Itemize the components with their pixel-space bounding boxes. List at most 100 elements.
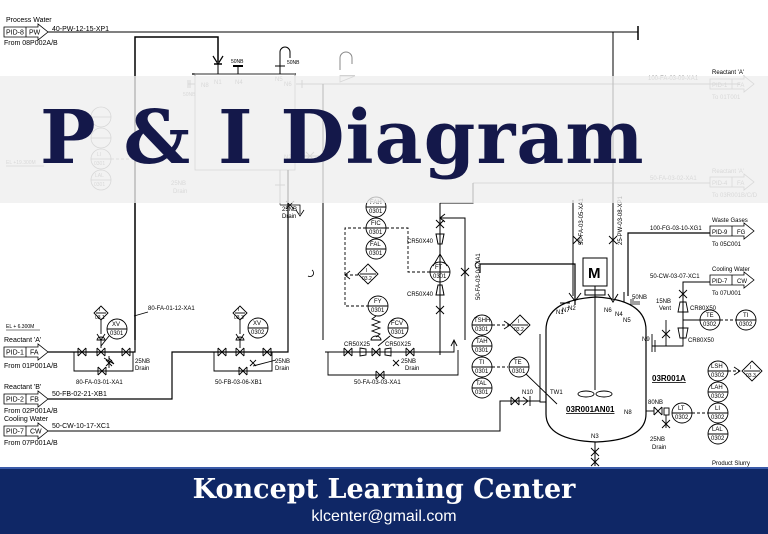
svg-text:50-FA-03-03-XA1: 50-FA-03-03-XA1 (354, 380, 401, 386)
svg-text:Drain: Drain (405, 366, 419, 372)
svg-text:N5: N5 (623, 318, 631, 324)
svg-text:50-CW-03-07-XC1: 50-CW-03-07-XC1 (650, 274, 700, 280)
title-band (0, 76, 768, 203)
offpage-arrow-icon (3, 343, 49, 361)
svg-text:N3: N3 (591, 434, 599, 440)
svg-text:To 07U001: To 07U001 (712, 291, 742, 297)
cooling-water-stream-in: Cooling Water PID-7 CW 50-CW-10-17-XC1 F… (3, 416, 110, 447)
svg-text:CR50X25: CR50X25 (344, 342, 371, 348)
svg-text:CW: CW (30, 429, 42, 436)
svg-text:0302: 0302 (711, 436, 725, 442)
svg-text:40-PW-12-15-XP1: 40-PW-12-15-XP1 (52, 26, 109, 33)
svg-text:CR80X50: CR80X50 (690, 306, 717, 312)
reactor-vessel: M 03R001AN01 N7 N1 N2 N6 N4 N5 N9 N8 N3 … (539, 257, 653, 467)
waste-gases-stream-out: Waste Gases 100-FG-03-10-XG1 PID-9 FG To… (627, 218, 755, 296)
organization-name: Koncept Learning Center (192, 474, 576, 505)
svg-text:TW1: TW1 (550, 390, 563, 396)
svg-text:Vent: Vent (659, 306, 671, 312)
fa-vertical-line: CR50X40 CR50X40 50-FA-03-04-XA1 (407, 203, 482, 355)
svg-text:FG: FG (737, 230, 746, 236)
product-slurry-label: Product Slurry (712, 461, 750, 467)
level-instruments: 80NB 25NB Drain LT 0302 LSH 0302 LAH 030… (646, 360, 763, 451)
svg-text:25NB: 25NB (650, 437, 665, 443)
svg-text:PID-8: PID-8 (6, 30, 24, 37)
svg-text:50-CW-10-17-XC1: 50-CW-10-17-XC1 (52, 423, 110, 430)
svg-text:LT: LT (678, 406, 685, 412)
fa-control-valve-station: CR50X25 CR50X25 25NB Drain 50-FA-03-03-X… (325, 335, 459, 386)
temperature-instruments: TSHH 0301 TAH 0301 TI 0301 TAL 0301 I 03… (471, 314, 558, 405)
offpage-arrow-icon (709, 222, 755, 240)
svg-text:03.2: 03.2 (362, 276, 372, 282)
svg-text:03R001AN01: 03R001AN01 (566, 405, 615, 414)
svg-text:0301: 0301 (475, 369, 489, 375)
svg-text:TE: TE (706, 313, 714, 319)
offpage-arrow-icon (3, 422, 49, 440)
svg-text:03.3: 03.3 (746, 373, 756, 379)
svg-text:50NB: 50NB (632, 295, 647, 301)
svg-text:CR50X40: CR50X40 (407, 239, 434, 245)
svg-text:FAL: FAL (370, 242, 381, 248)
svg-text:0301: 0301 (110, 331, 124, 337)
contact-email[interactable]: klcenter@gmail.com (311, 508, 457, 525)
svg-text:100-FG-03-10-XG1: 100-FG-03-10-XG1 (650, 226, 702, 232)
svg-text:50-FB-03-06-XB1: 50-FB-03-06-XB1 (215, 380, 263, 386)
svg-text:25NB: 25NB (282, 207, 297, 213)
svg-text:From 08P002A/B: From 08P002A/B (4, 40, 58, 47)
svg-text:CW: CW (737, 279, 747, 285)
svg-text:XV: XV (253, 321, 261, 327)
svg-text:Reactant 'B': Reactant 'B' (4, 384, 41, 391)
svg-text:Reactant 'A': Reactant 'A' (712, 70, 744, 76)
jacket-cw-outlet: CR80X50 CR80X50 15NB Vent TE 0302 TI 030… (652, 289, 757, 352)
svg-text:Process Water: Process Water (6, 17, 52, 24)
svg-text:03.3: 03.3 (234, 315, 244, 321)
svg-text:N8: N8 (624, 410, 632, 416)
svg-text:FIC: FIC (371, 221, 381, 227)
interlock-diamond-icon (232, 305, 248, 321)
offpage-arrow-icon (709, 271, 755, 289)
svg-text:50NB: 50NB (287, 60, 300, 66)
svg-text:TAH: TAH (476, 339, 488, 345)
svg-text:0302: 0302 (703, 322, 717, 328)
offpage-arrow-icon (3, 23, 49, 41)
reactant-b-stream-in: Reactant 'B' PID-2 FB 50-FB-02-21-XB1 Fr… (3, 384, 107, 415)
svg-text:Waste Gases: Waste Gases (712, 218, 748, 224)
svg-text:I: I (238, 307, 239, 313)
fa-inlet-valve-station: I 03.1 XV 0301 25NB Drain 80-FA-03-01-XA… (73, 305, 150, 386)
svg-text:25NB: 25NB (401, 359, 416, 365)
svg-text:80-FA-01-12-XA1: 80-FA-01-12-XA1 (148, 306, 195, 312)
svg-text:25-PW-03-08-XP1: 25-PW-03-08-XP1 (618, 195, 624, 245)
svg-text:FY: FY (374, 299, 382, 305)
svg-text:FA: FA (30, 350, 39, 357)
svg-text:XV: XV (112, 322, 120, 328)
drain-valve-upper: 25NB Drain (280, 200, 305, 220)
svg-text:15NB: 15NB (656, 299, 671, 305)
svg-text:Drain: Drain (275, 366, 289, 372)
svg-text:PID-2: PID-2 (6, 397, 24, 404)
offpage-arrow-icon (3, 390, 49, 408)
svg-text:N7: N7 (562, 308, 570, 314)
svg-text:Drain: Drain (135, 366, 149, 372)
svg-text:0301: 0301 (512, 369, 526, 375)
svg-text:Reactant 'A': Reactant 'A' (4, 337, 41, 344)
svg-text:I: I (518, 319, 519, 325)
interlock-diamond-icon (509, 314, 531, 336)
svg-text:TI: TI (743, 313, 749, 319)
svg-text:0301: 0301 (475, 390, 489, 396)
svg-text:FT: FT (435, 265, 443, 271)
svg-text:50NB: 50NB (231, 59, 244, 65)
svg-text:I: I (750, 365, 751, 371)
svg-text:M: M (588, 265, 601, 282)
svg-text:EL + 6.300M: EL + 6.300M (6, 324, 34, 330)
svg-text:N9: N9 (642, 337, 650, 343)
svg-text:PID-9: PID-9 (712, 230, 728, 236)
svg-text:CR50X25: CR50X25 (385, 342, 412, 348)
svg-text:To 05C001: To 05C001 (712, 242, 742, 248)
flow-instruments: FAH 0301 FIC 0301 FAL 0301 I 03.2 FY 030… (344, 196, 451, 341)
svg-text:FCV: FCV (391, 321, 403, 327)
svg-text:0302: 0302 (711, 394, 725, 400)
svg-text:80-FA-03-01-XA1: 80-FA-03-01-XA1 (76, 380, 123, 386)
svg-text:0301: 0301 (369, 230, 383, 236)
interlock-diamond-icon (741, 360, 763, 382)
svg-text:N1: N1 (556, 310, 564, 316)
svg-text:N10: N10 (522, 390, 534, 396)
